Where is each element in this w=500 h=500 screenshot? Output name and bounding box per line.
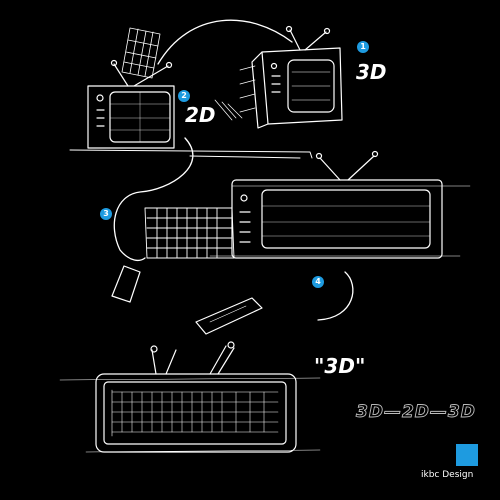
label-keyboard-3d: "3D" xyxy=(314,354,366,378)
label-3d: 3D xyxy=(356,60,387,84)
remote-sketch xyxy=(111,265,263,335)
long-tv-sketch xyxy=(209,150,471,259)
tv-2d-sketch xyxy=(87,59,243,149)
connector-curve-3 xyxy=(317,271,354,321)
label-2d: 2D xyxy=(185,103,216,127)
step-badge-3: 3 xyxy=(100,208,112,220)
shelf-line xyxy=(69,149,313,159)
tv-3d-sketch xyxy=(239,25,343,129)
keyboard-tv-sketch xyxy=(59,341,321,453)
brand-logo-square xyxy=(456,444,478,466)
step-badge-4: 4 xyxy=(312,276,324,288)
keyboard-sketch xyxy=(144,207,235,259)
step-badge-2: 2 xyxy=(178,90,190,102)
step-badge-1: 1 xyxy=(357,41,369,53)
brand-name: ikbc Design xyxy=(421,470,474,480)
tagline-3d-2d-3d: 3D—2D—3D xyxy=(356,402,476,423)
connector-curve-2 xyxy=(113,137,194,262)
mini-keyboard-sketch xyxy=(121,27,161,79)
connector-curve-1 xyxy=(157,19,293,65)
